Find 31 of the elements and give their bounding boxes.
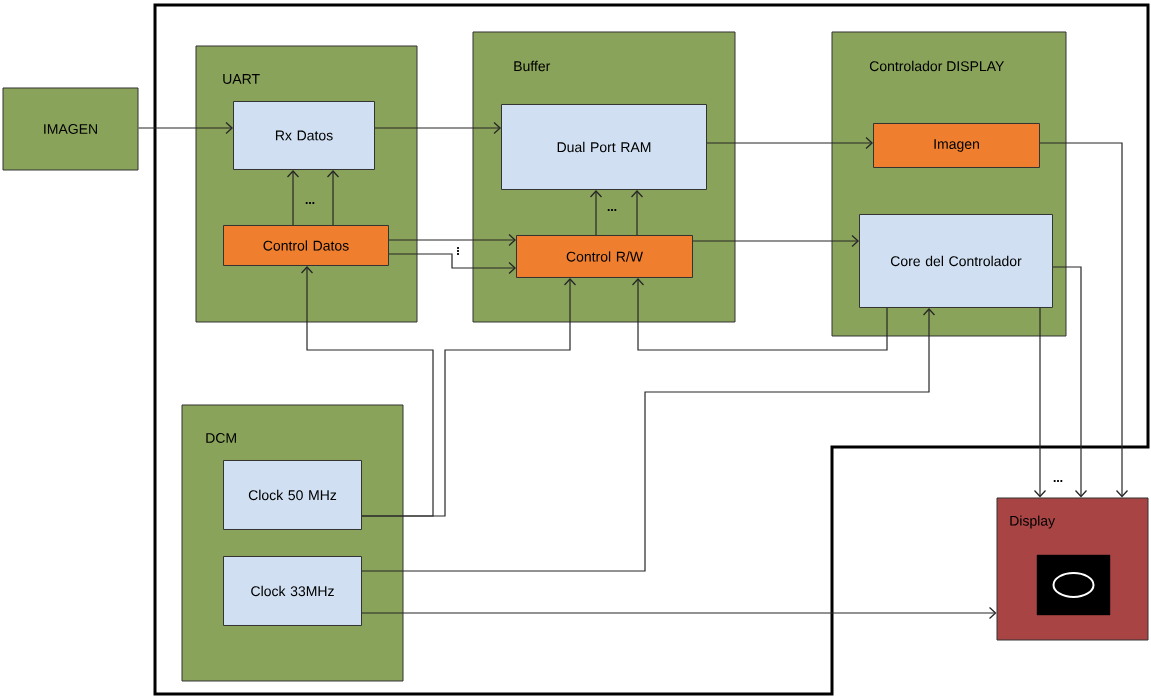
arrow [388,233,516,247]
arrow [388,253,516,275]
block-box: IMAGEN [2,87,139,171]
block-box: Rx Datos [233,101,375,170]
arrow [137,121,233,135]
block-box: Imagen [873,123,1040,168]
arrow [692,234,859,248]
arrow [631,278,888,351]
block-box: Control Datos [223,225,389,266]
ellipsis-mark: … [607,209,617,211]
ellipsis-mark: ⋮ [457,247,459,255]
arrow [374,121,501,135]
arrow [326,170,340,226]
block-box: Dual Port RAM [501,104,707,190]
arrow [361,278,577,517]
arrow [300,266,434,517]
arrow [706,136,873,150]
arrow [630,190,644,236]
arrow [1052,266,1088,498]
arrow [361,308,936,572]
block-box: Clock 33MHz [223,556,362,626]
arrow [286,170,300,226]
arrow [1039,142,1129,498]
ellipsis-mark: … [1053,480,1063,482]
arrow [361,606,997,620]
arrow [1033,307,1047,498]
ellipsis-mark: … [305,202,315,204]
arrow [589,190,603,236]
block-box: Control R/W [516,235,693,278]
block-box: Core del Controlador [859,214,1053,308]
block-box: Clock 50 MHz [223,460,362,530]
